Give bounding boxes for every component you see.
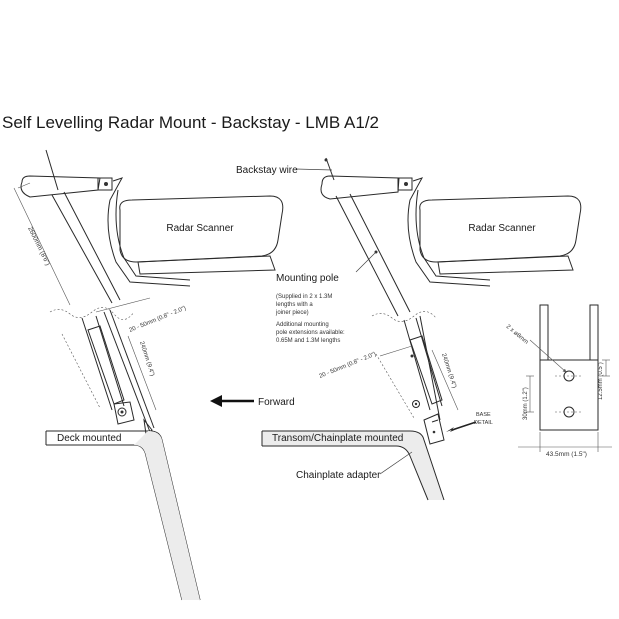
mounting-pole-left-lower xyxy=(81,315,125,411)
extension-note-3: 0.65M and 1.3M lengths xyxy=(276,338,340,344)
supplied-note-3: joiner piece) xyxy=(275,310,309,316)
chainplate-adapter-label: Chainplate adapter xyxy=(296,470,381,481)
backstay-wire-label: Backstay wire xyxy=(236,165,298,176)
adapter-dim-right: 240mm (9.4") xyxy=(440,353,457,389)
base-detail-label-2: DETAIL xyxy=(474,420,493,426)
grip-cap-left xyxy=(97,177,113,191)
mounting-pole-left-upper xyxy=(51,191,121,304)
deck-mounted-label: Deck mounted xyxy=(57,433,121,444)
range-dim-right: 20 - 50mm (0.8" - 2.0") xyxy=(319,352,377,380)
break-line-right xyxy=(371,311,437,322)
range-dim-left: 20 - 50mm (0.8" - 2.0") xyxy=(129,306,187,334)
base-bracket-left xyxy=(113,401,135,425)
supplied-note-1: (Supplied in 2 x 1.3M xyxy=(276,294,332,300)
diagram-title: Self Levelling Radar Mount - Backstay - … xyxy=(2,113,380,132)
mounting-pole-right-upper xyxy=(335,193,411,317)
edge-offset-dim: 12.5mm (0.5") xyxy=(598,362,604,400)
chainplate-adapter xyxy=(423,413,445,445)
forward-indicator: Forward xyxy=(210,395,295,408)
break-line-left xyxy=(49,307,135,320)
base-detail-label-1: BASE xyxy=(476,412,491,418)
mounting-pole-label: Mounting pole xyxy=(276,273,339,284)
pole-grip-left xyxy=(20,175,101,198)
pivot-right xyxy=(412,400,420,408)
base-detail-drawing: 2 x ø8mm 30mm (1.2") 12.5mm (0.5") 43.5m… xyxy=(505,304,612,458)
forward-label: Forward xyxy=(258,397,295,408)
extension-note-2: pole extensions available: xyxy=(276,330,345,336)
transom-mounted-label: Transom/Chainplate mounted xyxy=(272,433,403,444)
detail-prong-right xyxy=(589,304,599,361)
transom xyxy=(261,430,445,501)
pole-length-dim: 2600mm (8'6") xyxy=(26,226,51,267)
detail-plate xyxy=(539,359,599,431)
detail-prong-left xyxy=(539,304,549,361)
radar-arm-left-outer xyxy=(107,177,191,287)
radar-base-left xyxy=(137,255,276,275)
supplied-note-2: lengths with a xyxy=(276,302,313,308)
pole-grip-right xyxy=(320,175,400,200)
radar-scanner-left-label: Radar Scanner xyxy=(166,223,234,234)
pivot-left xyxy=(117,407,127,417)
adapter-dim-left: 240mm (9.4") xyxy=(138,341,155,377)
radar-arm-left-inner xyxy=(115,189,191,281)
radar-scanner-left xyxy=(119,195,284,263)
backstay-wire-left xyxy=(45,149,59,191)
left-assembly: Radar Scanner 2600mm (8'6") 20 - 50mm (0… xyxy=(13,149,284,601)
hole-spacing-dim: 30mm (1.2") xyxy=(523,387,529,420)
holes-dim: 2 x ø8mm xyxy=(505,324,529,346)
extension-note-1: Additional mounting xyxy=(276,322,329,328)
radar-scanner-right-label: Radar Scanner xyxy=(468,223,536,234)
pole-length-dim-line xyxy=(13,187,71,306)
radar-scanner-right xyxy=(419,195,582,263)
adapter-rod-left xyxy=(103,311,151,433)
base-width-dim: 43.5mm (1.5") xyxy=(546,451,587,458)
right-assembly: Backstay wire Radar Scanner Mounting pol… xyxy=(236,157,582,501)
